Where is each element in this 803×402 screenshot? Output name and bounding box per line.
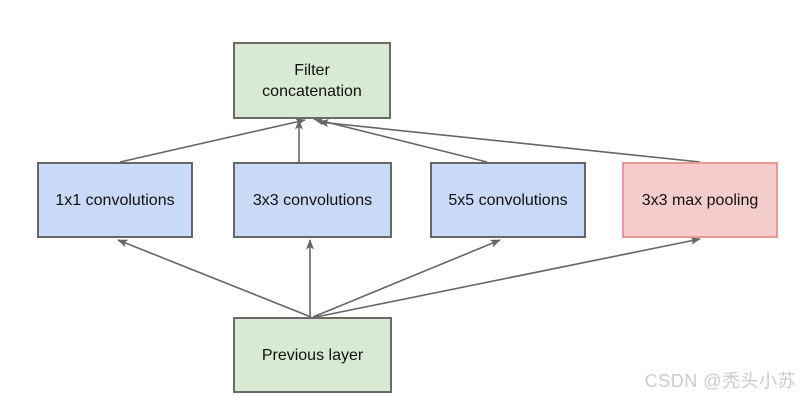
node-3x3-max-pooling: 3x3 max pooling — [622, 162, 778, 238]
edge-pool-to-concat — [318, 119, 701, 163]
node-label: 3x3 convolutions — [252, 191, 373, 209]
edge-prev-to-conv5 — [312, 239, 501, 318]
node-1x1-convolutions: 1x1 convolutions — [37, 162, 193, 238]
edge-conv5-to-concat — [313, 117, 488, 163]
node-previous-layer: Previous layer — [233, 317, 392, 393]
edge-prev-to-pool — [315, 236, 701, 318]
node-label: Filter concatenation — [262, 61, 362, 100]
node-filter-concatenation: Filter concatenation — [233, 42, 391, 119]
edge-conv1-to-concat — [119, 118, 306, 163]
csdn-watermark: CSDN @秃头小苏 — [644, 371, 796, 391]
node-3x3-convolutions: 3x3 convolutions — [233, 162, 392, 238]
node-5x5-convolutions: 5x5 convolutions — [430, 162, 586, 238]
node-label: 5x5 convolutions — [448, 191, 568, 209]
node-label: 1x1 convolutions — [55, 191, 175, 209]
edge-prev-to-conv1 — [117, 239, 312, 318]
node-label: 3x3 max pooling — [641, 191, 759, 209]
node-label: Previous layer — [261, 346, 364, 364]
